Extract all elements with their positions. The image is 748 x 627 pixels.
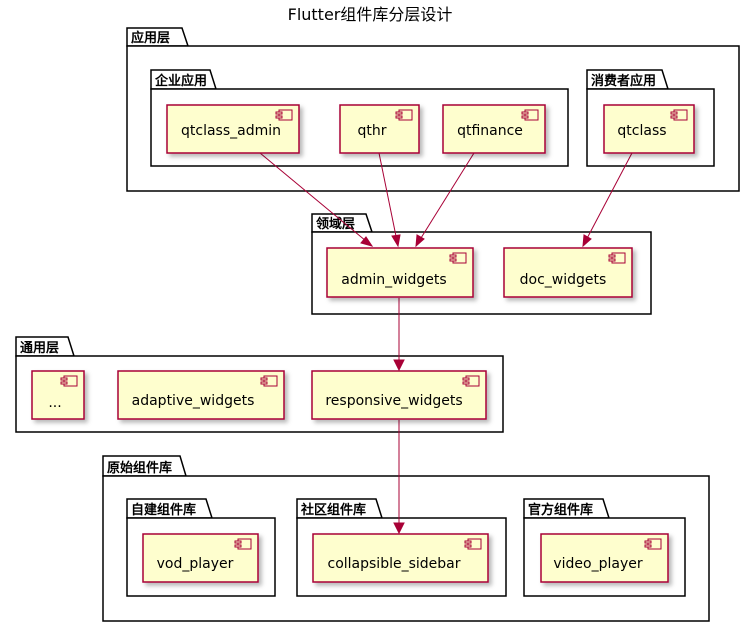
edges [259, 152, 633, 535]
arrowhead [393, 522, 405, 535]
component-label: admin_widgets [341, 272, 446, 288]
component-qtclass: qtclass [603, 104, 695, 154]
component-qthr: qthr [339, 104, 420, 154]
diagram-title: Flutter组件库分层设计 [288, 5, 453, 24]
component-icon [462, 375, 480, 387]
package-domain-layer-label: 领域层 [316, 216, 355, 232]
arrowhead [582, 234, 592, 248]
component-label: qtfinance [457, 123, 523, 139]
component-icon [449, 252, 467, 264]
edge-qtclass-admin-to-admin-widgets [259, 152, 373, 247]
component-icon [670, 109, 688, 121]
arrowhead [391, 234, 401, 248]
package-consumer-apps-label: 消费者应用 [591, 73, 656, 89]
edge-qtfinance-to-admin-widgets [415, 152, 475, 247]
component-label: vod_player [157, 556, 234, 572]
package-official-label: 官方组件库 [528, 502, 593, 518]
component-label: responsive_widgets [325, 393, 462, 409]
package-self-built-label: 自建组件库 [131, 502, 196, 518]
component-collapsible-sidebar: collapsible_sidebar [312, 533, 489, 583]
package-community-label: 社区组件库 [300, 502, 366, 518]
component-icon [644, 538, 662, 550]
component-icon [608, 252, 626, 264]
edge-qtclass-to-doc-widgets [582, 152, 633, 247]
component-qtfinance: qtfinance [442, 104, 546, 154]
component-label: qtclass_admin [181, 123, 281, 139]
component-icon [521, 109, 539, 121]
component-responsive-widgets: responsive_widgets [311, 370, 487, 420]
component-icon [60, 375, 78, 387]
package-enterprise-apps-label: 企业应用 [154, 73, 207, 89]
component-admin-widgets: admin_widgets [326, 247, 474, 298]
component-label: ... [48, 395, 61, 411]
component-qtclass-admin: qtclass_admin [166, 104, 300, 154]
component-label: doc_widgets [520, 272, 607, 288]
arrowhead [415, 234, 425, 248]
component-adaptive-widgets: adaptive_widgets [117, 370, 285, 420]
component-label: adaptive_widgets [132, 393, 255, 409]
component-ellipsis: ... [31, 370, 85, 420]
package-common-layer-label: 通用层 [20, 340, 59, 356]
package-app-layer-label: 应用层 [131, 30, 170, 46]
arrowhead [393, 359, 405, 372]
arrowhead [360, 236, 374, 247]
component-label: video_player [553, 556, 642, 572]
package-raw-library-label: 原始组件库 [107, 460, 172, 476]
edge-qthr-to-admin-widgets [378, 152, 399, 247]
component-icon [234, 538, 252, 550]
component-icon [395, 109, 413, 121]
component-label: collapsible_sidebar [328, 556, 461, 572]
component-icon [260, 375, 278, 387]
component-icon [464, 538, 482, 550]
component-doc-widgets: doc_widgets [503, 247, 633, 298]
component-vod-player: vod_player [142, 533, 259, 583]
component-video-player: video_player [540, 533, 669, 583]
component-icon [275, 109, 293, 121]
component-label: qthr [357, 123, 386, 139]
component-label: qtclass [617, 123, 666, 139]
